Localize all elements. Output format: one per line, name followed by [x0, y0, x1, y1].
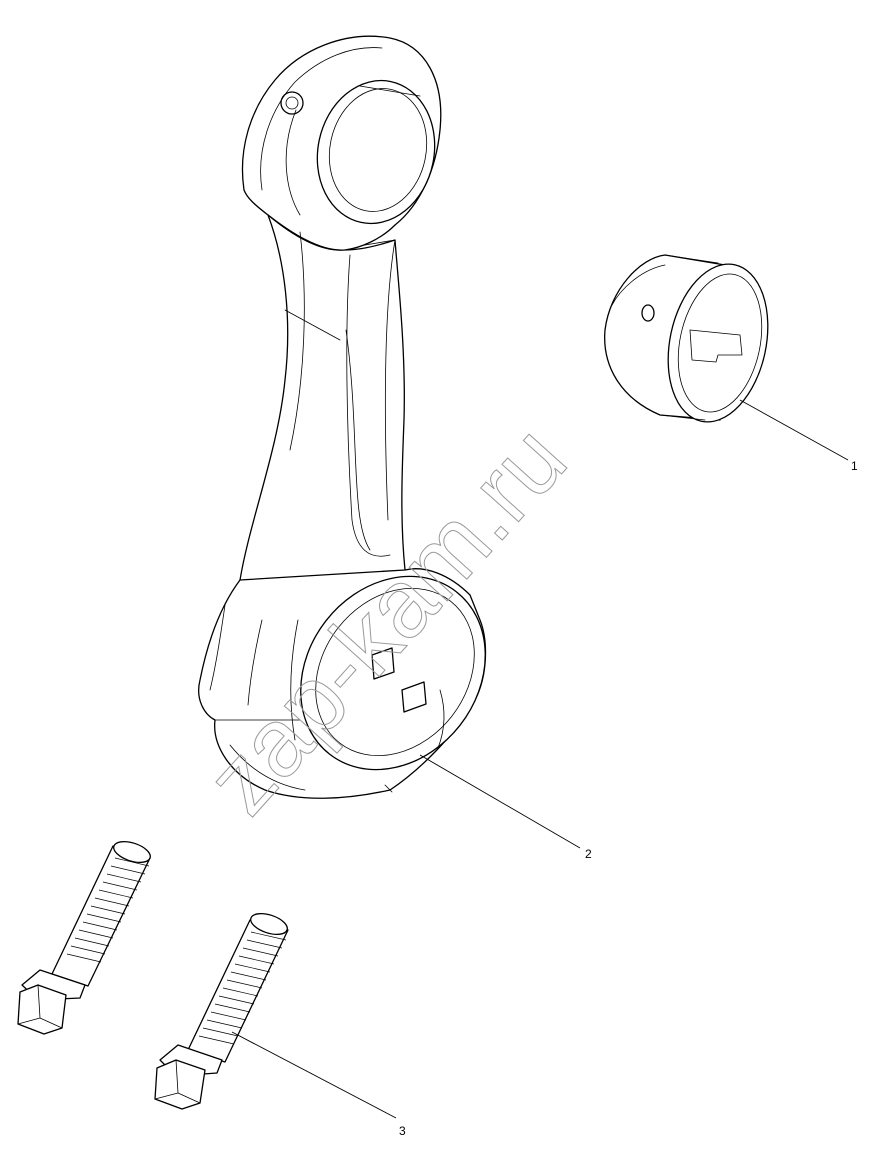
leader-line-1: [739, 399, 849, 461]
rod-small-end-bore: [316, 79, 436, 225]
leader-line-2: [419, 754, 581, 849]
bolt-drawing-left: [17, 840, 151, 1035]
rod-shank: [231, 214, 406, 601]
callout-2: 2: [585, 847, 592, 861]
callout-1: 1: [851, 459, 858, 473]
connecting-rod-drawing: [198, 35, 487, 799]
bushing-drawing: [604, 254, 769, 423]
leader-line-3: [231, 1031, 397, 1119]
bushing-bore: [667, 263, 769, 423]
callout-3: 3: [399, 1124, 406, 1138]
bolt-threads-right: [198, 931, 287, 1045]
bolt-drawing-right: [154, 912, 289, 1110]
